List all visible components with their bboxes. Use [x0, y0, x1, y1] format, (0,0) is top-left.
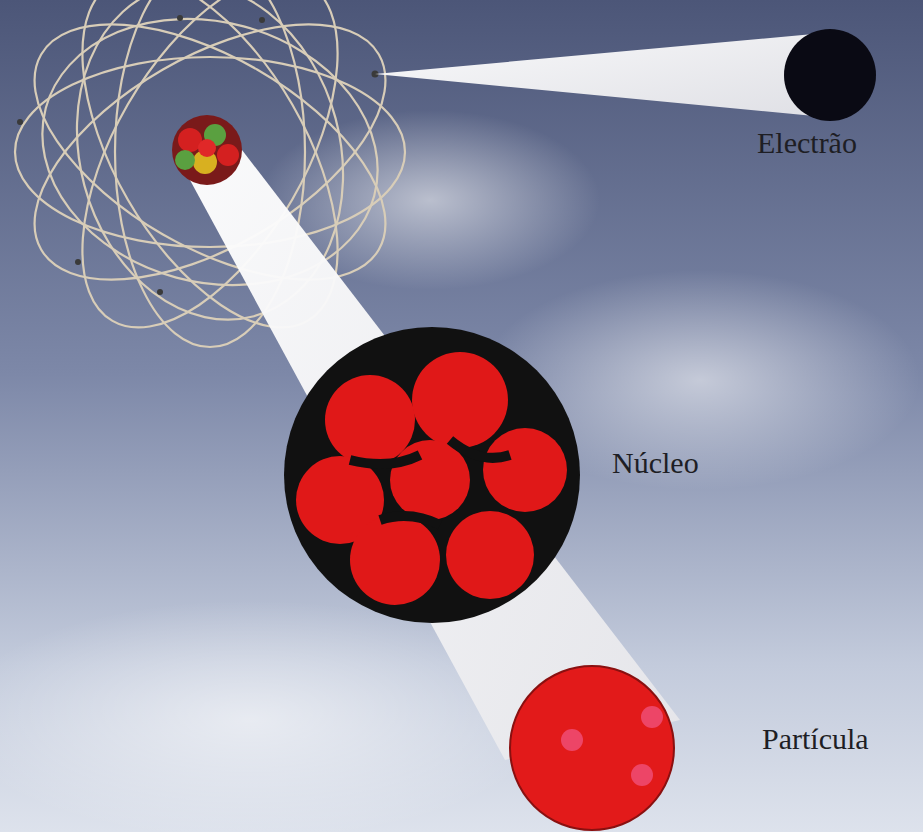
part-label: Núcleo — [612, 446, 699, 479]
zoom-beam — [375, 32, 835, 118]
part-label: Partícula — [762, 722, 869, 755]
orbit-electrons — [17, 15, 379, 295]
electron-circle — [784, 29, 876, 121]
particle-circle — [510, 666, 674, 830]
big-nucleus — [284, 327, 580, 623]
part-label: Electrão — [757, 126, 857, 159]
small-nucleus — [172, 115, 242, 185]
